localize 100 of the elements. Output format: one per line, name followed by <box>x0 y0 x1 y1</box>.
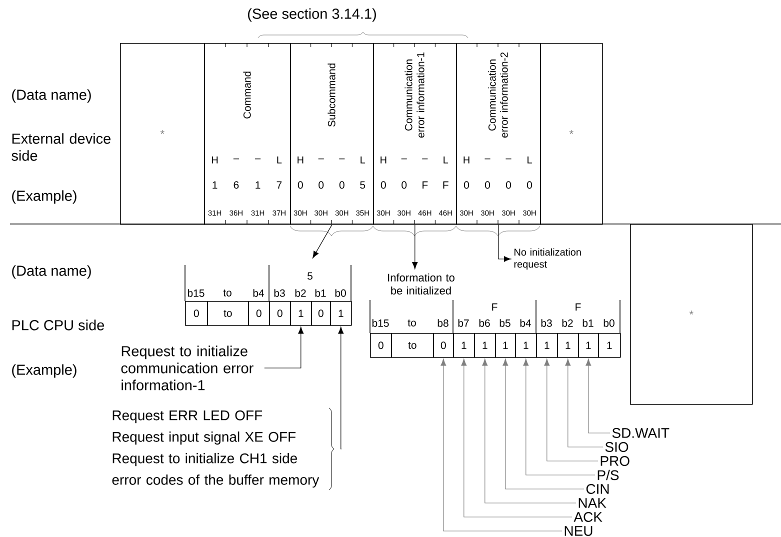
signal-name: PRO <box>600 456 630 466</box>
arrow <box>482 358 576 504</box>
bit-cell: 0 <box>311 301 331 326</box>
example-digit: 7 <box>276 181 282 189</box>
arrow <box>412 224 418 270</box>
bit-label: b4 <box>253 289 264 297</box>
bit-label: b1 <box>582 319 594 327</box>
arrow <box>312 224 332 258</box>
field-name: Command <box>243 72 251 118</box>
signal-name: SIO <box>605 442 628 452</box>
example-digit: 0 <box>298 181 303 189</box>
signal-name: ACK <box>574 512 602 522</box>
example-digit: 0 <box>464 181 469 189</box>
callout-text: Request ERR LED OFF Request input signal XE OFF Request to initialize CH1 side error codes of the buffer memory <box>112 410 320 488</box>
example-digit: 6 <box>234 181 239 189</box>
note-text: No initialization request <box>514 248 581 270</box>
arrow <box>264 326 304 368</box>
arrow <box>586 358 610 434</box>
bit-label: b8 <box>438 319 448 327</box>
bit-cell: 1 <box>474 333 496 358</box>
row-label: (Data name) <box>12 265 91 279</box>
signal-name: NEU <box>564 526 592 536</box>
signal-name: CIN <box>586 484 609 494</box>
arrow <box>440 358 562 532</box>
byte-order-label: H <box>464 156 470 164</box>
bit-label: b4 <box>520 319 532 327</box>
bit-label: b6 <box>479 319 490 327</box>
arrow <box>544 358 598 462</box>
arrow <box>565 358 604 448</box>
bit-label: b1 <box>315 289 326 297</box>
byte-order-label: – <box>255 158 261 160</box>
byte-order-label: L <box>528 156 532 164</box>
bit-cell: to <box>391 333 434 358</box>
example-digit: 0 <box>318 181 324 189</box>
example-digit: F <box>422 181 428 189</box>
bit-cell: 1 <box>453 333 475 358</box>
bit-cell: 0 <box>370 333 392 358</box>
bit-cell: 1 <box>557 333 579 358</box>
callout-text: Request to initialize communication error information-1 <box>121 346 254 390</box>
field-name: Communication error information-2 <box>488 52 508 138</box>
bit-cell: 1 <box>515 333 537 358</box>
bit-label: b7 <box>458 319 469 327</box>
bit-label: b3 <box>541 319 552 327</box>
arrow <box>461 358 572 518</box>
bit-label: b15 <box>188 289 204 297</box>
bit-cell: 1 <box>536 333 558 358</box>
bit-label: b5 <box>500 319 510 327</box>
arrow <box>338 326 344 450</box>
bit-cell: 1 <box>330 301 352 326</box>
byte-order-label: H <box>212 156 218 164</box>
bit-label: b15 <box>372 319 389 327</box>
byte-order-label: – <box>401 158 407 160</box>
byte-order-label: – <box>339 158 345 160</box>
row-label: PLC CPU side <box>12 320 104 330</box>
hex-digit: F <box>492 303 498 311</box>
example-digit: 1 <box>256 181 260 189</box>
signal-name: SD.WAIT <box>612 428 670 438</box>
bit-label: to <box>223 290 232 296</box>
signal-name: NAK <box>578 498 606 508</box>
byte-order-label: H <box>380 156 386 164</box>
bit-cell: 1 <box>495 333 516 358</box>
bit-label: to <box>408 320 416 326</box>
row-label: (Example) <box>12 190 76 204</box>
byte-order-label: – <box>506 158 512 160</box>
byte-order-label: H <box>298 156 304 164</box>
bit-label: b0 <box>335 289 346 297</box>
bit-label: b0 <box>604 319 614 327</box>
example-digit: 0 <box>506 181 511 189</box>
example-digit: 0 <box>527 181 532 189</box>
bit-cell: 1 <box>598 333 621 358</box>
bit-label: b2 <box>562 319 573 327</box>
asterisk: * <box>689 310 694 314</box>
byte-order-label: L <box>444 156 448 164</box>
bit-cell: 1 <box>578 333 599 358</box>
hex-digit: 5 <box>308 272 312 280</box>
byte-order-label: – <box>233 158 239 160</box>
byte-order-label: – <box>422 158 428 160</box>
bit-cell: 1 <box>290 301 312 326</box>
bit-cell: 0 <box>185 301 208 326</box>
arrow <box>502 358 584 490</box>
bit-cell: 0 <box>433 333 454 358</box>
bit-cell: 0 <box>269 301 291 326</box>
bit-label: b2 <box>295 289 306 297</box>
asterisk: * <box>160 130 164 134</box>
arrow <box>523 358 596 476</box>
bit-label: b3 <box>274 289 285 297</box>
signal-name: P/S <box>598 470 619 480</box>
field-name: Subcommand <box>328 64 336 127</box>
example-digit: 0 <box>339 181 344 189</box>
asterisk: * <box>569 130 574 134</box>
row-label: (Data name) <box>12 89 91 103</box>
byte-order-label: L <box>277 156 282 164</box>
field-name: Communication error information-1 <box>404 52 424 138</box>
bit-cell: 0 <box>248 301 270 326</box>
example-digit: 0 <box>380 181 386 189</box>
register-heading: Information to be initialized <box>388 273 454 295</box>
example-digit: 0 <box>485 181 490 189</box>
byte-order-label: – <box>318 158 324 160</box>
example-digit: F <box>443 181 448 189</box>
byte-order-label: L <box>360 156 366 164</box>
